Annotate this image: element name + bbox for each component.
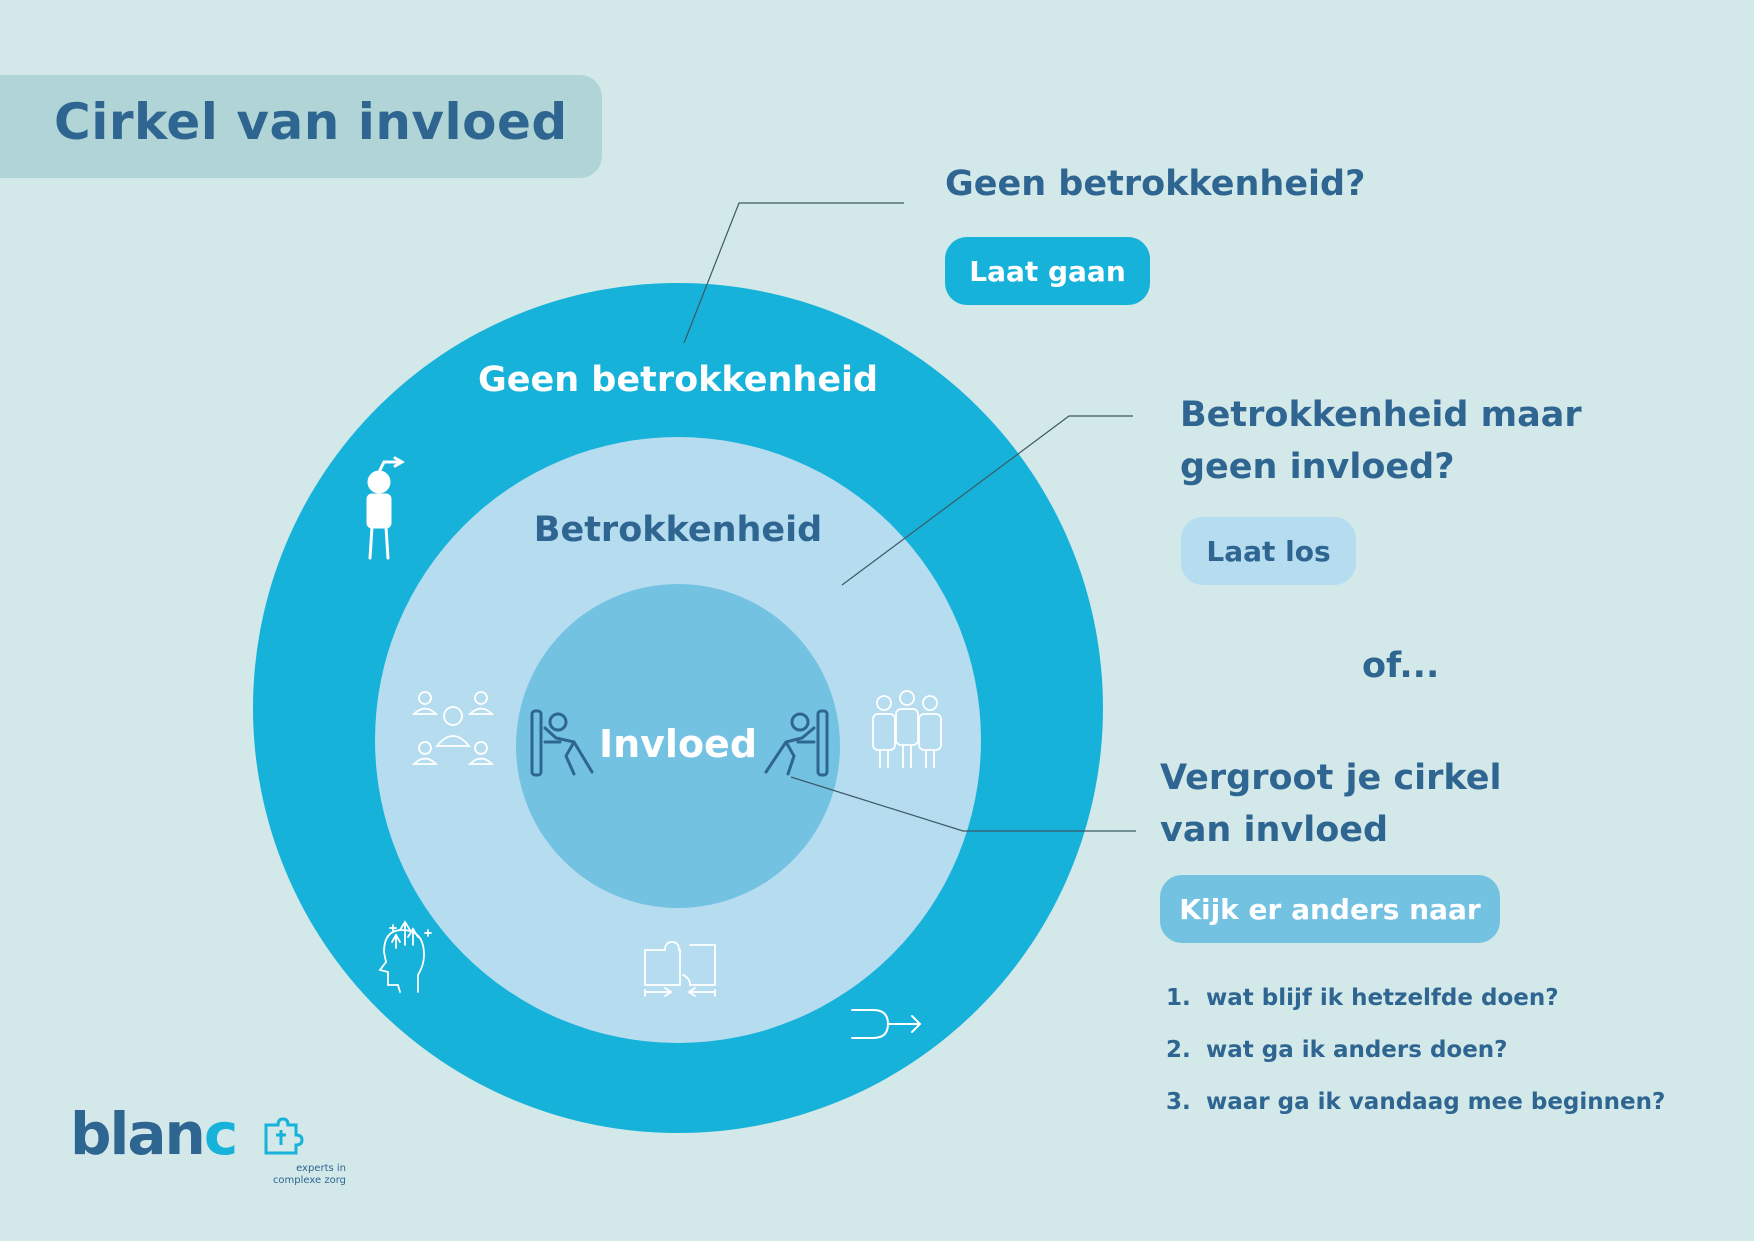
- list-item: 3.waar ga ik vandaag mee beginnen?: [1166, 1089, 1666, 1115]
- leader-line-grow: [790, 776, 1136, 832]
- arrow-curve-icon: [851, 1009, 922, 1039]
- middle-ring-label: Betrokkenheid: [533, 510, 823, 550]
- title-banner: Cirkel van invloed: [0, 75, 602, 178]
- let-loose-button[interactable]: Laat los: [1181, 517, 1356, 585]
- head-growth-icon: [378, 920, 432, 993]
- people-group-icon: [872, 690, 942, 768]
- puzzle-collaboration-icon: [644, 941, 716, 997]
- logo-tagline-line1: experts in: [296, 1163, 346, 1174]
- leader-line-no-involvement: [683, 202, 904, 344]
- look-differently-button[interactable]: Kijk er anders naar: [1160, 875, 1500, 943]
- involvement-question-line2: geen invloed?: [1180, 447, 1455, 487]
- outer-ring-label: Geen betrokkenheid: [478, 360, 879, 400]
- pushing-wall-right-icon: [764, 709, 829, 777]
- grow-question-line1: Vergroot je cirkel: [1160, 758, 1502, 798]
- list-item: 2.wat ga ik anders doen?: [1166, 1037, 1508, 1063]
- standing-person-icon: [366, 456, 406, 560]
- let-go-button[interactable]: Laat gaan: [945, 237, 1150, 305]
- inner-circle-label: Invloed: [598, 722, 758, 766]
- page-title: Cirkel van invloed: [54, 93, 568, 151]
- blanco-logo: blanc experts in complexe zorg: [70, 1100, 346, 1186]
- list-item: 1.wat blijf ik hetzelfde doen?: [1166, 985, 1559, 1011]
- team-network-icon: [411, 691, 495, 765]
- leader-line-involvement: [841, 415, 1133, 586]
- pushing-wall-left-icon: [530, 709, 594, 777]
- involvement-question-line1: Betrokkenheid maar: [1180, 395, 1582, 435]
- inner-circle: [516, 584, 840, 908]
- no-involvement-question: Geen betrokkenheid?: [945, 164, 1366, 204]
- logo-tagline-line2: complexe zorg: [272, 1175, 346, 1186]
- or-text: of...: [1362, 646, 1440, 686]
- puzzle-logo-icon: [264, 1117, 304, 1155]
- grow-question-line2: van invloed: [1160, 810, 1389, 850]
- reflection-steps: 1.wat blijf ik hetzelfde doen? 2.wat ga …: [1166, 985, 1665, 1141]
